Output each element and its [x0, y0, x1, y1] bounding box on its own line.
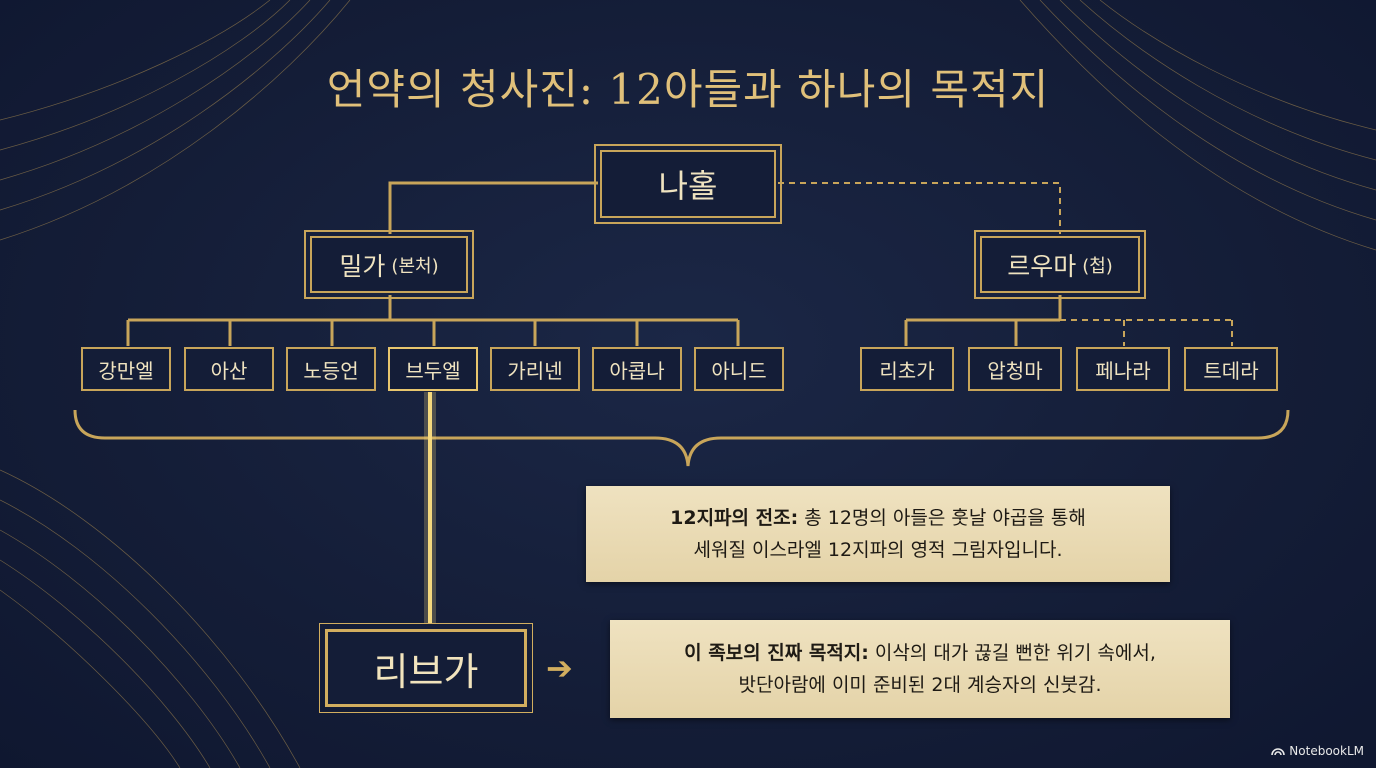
wife-node-milcah: 밀가(본처) [304, 230, 474, 299]
tree-connectors [126, 181, 1062, 346]
note-bold-label: 12지파의 전조: [670, 507, 799, 529]
wife-role: (첩) [1082, 255, 1113, 277]
note-line: 세워질 이스라엘 12지파의 영적 그림자입니다. [693, 539, 1063, 561]
page-title: 언약의 청사진: 12아들과 하나의 목적지 [326, 65, 1050, 114]
son-node: 트데라 [1184, 347, 1278, 391]
destination-note: 이 족보의 진짜 목적지: 이삭의 대가 끊길 뻔한 위기 속에서, 밧단아람에… [610, 620, 1230, 718]
note-line: 12지파의 전조: 총 12명의 아들은 훗날 야곱을 통해 [586, 502, 1170, 534]
wife-role: (본처) [391, 255, 439, 277]
note-line: 이 족보의 진짜 목적지: 이삭의 대가 끊길 뻔한 위기 속에서, [610, 637, 1230, 669]
son-node: 노등언 [286, 347, 376, 391]
root-node: 나홀 [594, 144, 782, 224]
wife-name: 밀가 [339, 251, 386, 281]
brand-watermark: NotebookLM [1271, 744, 1364, 758]
son-node: 아니드 [694, 347, 784, 391]
son-node: 가리넨 [490, 347, 580, 391]
son-node: 압청마 [968, 347, 1062, 391]
son-node: 페나라 [1076, 347, 1170, 391]
note-text: 이삭의 대가 끊길 뻔한 위기 속에서, [874, 642, 1156, 664]
notebooklm-logo-icon [1271, 748, 1286, 756]
son-node: 리초가 [860, 347, 954, 391]
note-line: 밧단아람에 이미 준비된 2대 계승자의 신붓감. [738, 674, 1102, 696]
note-bold-label: 이 족보의 진짜 목적지: [684, 642, 869, 664]
rebekah-node: 리브가 [319, 623, 533, 713]
son-node: 강만엘 [81, 347, 171, 391]
note-text: 총 12명의 아들은 훗날 야곱을 통해 [804, 507, 1086, 529]
grouping-brace [73, 409, 1290, 467]
wife-name: 르우마 [1007, 251, 1077, 281]
concubine-connectors [778, 182, 1233, 346]
brand-label: NotebookLM [1289, 744, 1364, 758]
wife-node-reumah: 르우마(첩) [974, 230, 1146, 299]
tribes-note: 12지파의 전조: 총 12명의 아들은 훗날 야곱을 통해 세워질 이스라엘 … [586, 486, 1170, 582]
son-node-highlighted: 브두엘 [388, 347, 478, 391]
son-node: 아산 [184, 347, 274, 391]
right-arrow-icon: ➔ [546, 649, 573, 687]
son-node: 아콥나 [592, 347, 682, 391]
